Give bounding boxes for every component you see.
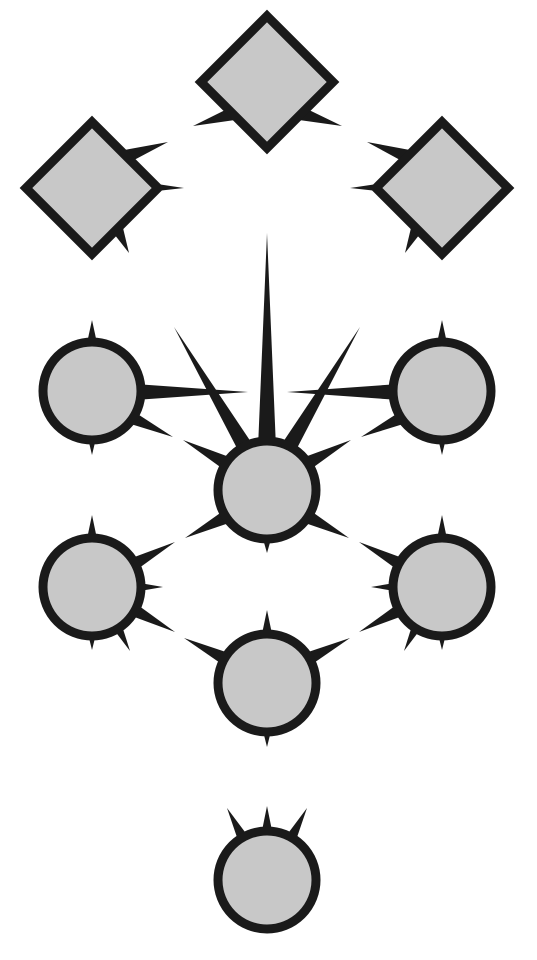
circle-node-center xyxy=(213,436,321,544)
spike-18 xyxy=(279,327,360,457)
circle-node-bottom-center xyxy=(213,629,321,737)
diamond-node-top xyxy=(194,9,340,155)
circle-node-lower-left xyxy=(38,533,146,641)
diamond-node-right xyxy=(369,115,515,261)
node-layer xyxy=(19,9,515,934)
circle-node-upper-left xyxy=(38,337,146,445)
circle-node-upper-right xyxy=(388,337,496,445)
circle-node-lower-right xyxy=(388,533,496,641)
circle-node-base xyxy=(213,826,321,934)
diamond-node-left xyxy=(19,115,165,261)
spike-14 xyxy=(287,384,399,400)
spike-19 xyxy=(183,440,232,471)
spike-16 xyxy=(258,233,276,448)
spike-22 xyxy=(302,509,349,538)
spike-10 xyxy=(135,384,248,400)
spike-20 xyxy=(302,440,351,471)
spike-17 xyxy=(174,327,255,457)
spike-21 xyxy=(185,509,232,538)
